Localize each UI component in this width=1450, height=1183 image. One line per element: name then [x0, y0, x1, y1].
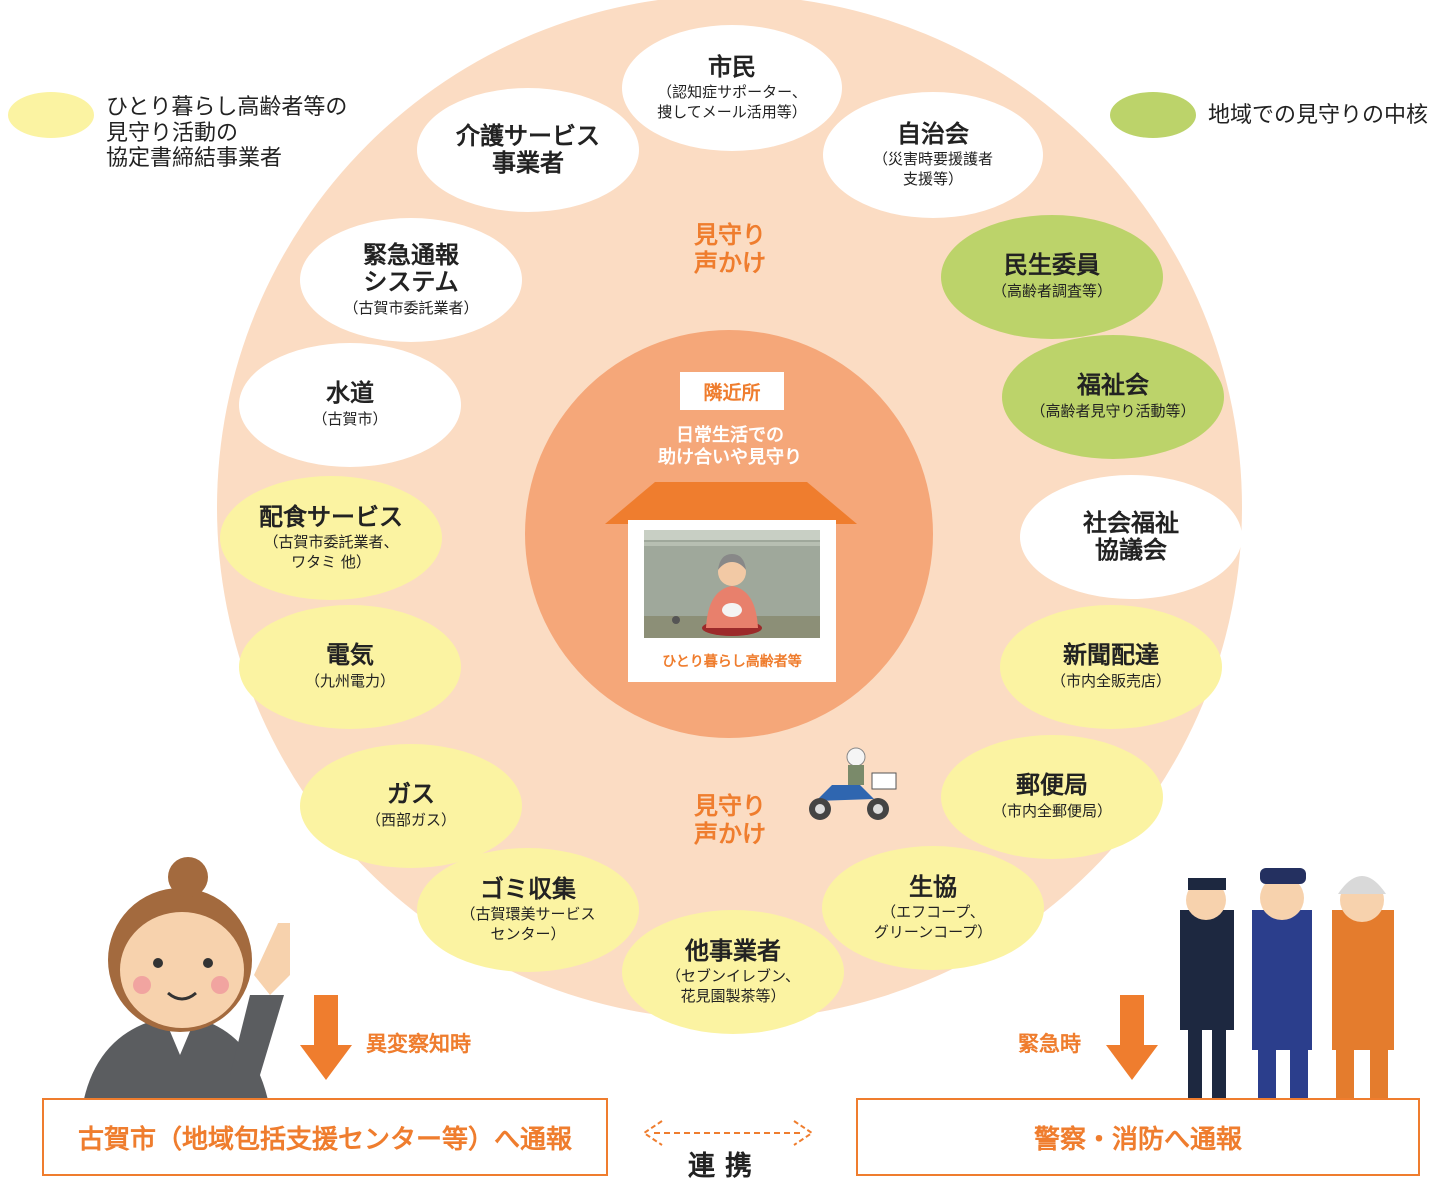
node-sub: （古賀市） — [312, 410, 388, 429]
node-water: 水道 （古賀市） — [239, 343, 461, 467]
neighborhood-tag: 隣近所 — [680, 372, 784, 410]
node-sub: （市内全販売店） — [1050, 672, 1171, 691]
staff-woman-illustration — [80, 857, 290, 1123]
node-sub: （エフコープ、 グリーンコープ） — [873, 903, 993, 941]
legend-green-text: 地域での見守りの中核 — [1208, 103, 1429, 128]
node-other-businesses: 他事業者 （セブンイレブン、 花見園製茶等） — [622, 910, 844, 1034]
node-coop: 生協 （エフコープ、 グリーンコープ） — [822, 846, 1044, 970]
node-title: 社会福祉 協議会 — [1083, 509, 1179, 564]
node-title: 郵便局 — [1016, 771, 1088, 800]
arrow-down-right — [1106, 995, 1158, 1080]
node-title: 配食サービス — [259, 502, 403, 531]
link-label: 連携 — [688, 1151, 762, 1182]
elderly-person-illustration — [644, 530, 820, 638]
node-sub: （認知症サポーター、 捜してメール活用等） — [657, 83, 807, 121]
node-welfare-society: 福祉会 （高齢者見守り活動等） — [1002, 335, 1224, 459]
node-garbage-collection: ゴミ収集 （古賀環美サービス センター） — [417, 848, 639, 972]
node-sub: （古賀環美サービス センター） — [460, 905, 596, 943]
node-post-office: 郵便局 （市内全郵便局） — [941, 735, 1163, 859]
node-sub: （古賀市委託業者、 ワタミ 他） — [263, 533, 399, 571]
node-care-service: 介護サービス 事業者 — [417, 88, 639, 212]
watch-label-bottom: 見守り 声かけ — [694, 792, 766, 848]
node-title: ゴミ収集 — [480, 874, 576, 903]
legend-yellow-swatch — [8, 92, 94, 138]
link-double-arrow — [642, 1120, 814, 1146]
arrow-down-left — [300, 995, 352, 1080]
node-sub: （九州電力） — [304, 672, 395, 691]
node-sub: （高齢者見守り活動等） — [1030, 402, 1196, 421]
node-social-welfare-council: 社会福祉 協議会 — [1020, 475, 1242, 599]
legend-yellow-text: ひとり暮らし高齢者等の 見守り活動の 協定書締結事業者 — [106, 95, 348, 172]
node-meal-service: 配食サービス （古賀市委託業者、 ワタミ 他） — [220, 476, 442, 600]
node-title: 他事業者 — [685, 936, 781, 965]
node-title: 民生委員 — [1004, 251, 1100, 280]
node-electricity: 電気 （九州電力） — [239, 605, 461, 729]
node-title: 福祉会 — [1077, 371, 1149, 400]
node-sub: （西部ガス） — [365, 811, 456, 830]
node-sub: （古賀市委託業者） — [343, 298, 479, 317]
node-citizens: 市民 （認知症サポーター、 捜してメール活用等） — [622, 25, 842, 151]
watch-label-top: 見守り 声かけ — [694, 221, 766, 277]
node-title: 生協 — [909, 872, 957, 901]
house-roof — [605, 482, 857, 524]
node-title: 水道 — [326, 379, 374, 408]
neighborhood-text: 日常生活での 助け合いや見守り — [658, 425, 802, 468]
node-neighborhood-association: 自治会 （災害時要援護者 支援等） — [823, 92, 1043, 218]
node-title: 自治会 — [897, 119, 969, 148]
node-title: 緊急通報 システム — [363, 240, 459, 296]
report-box-city: 古賀市（地域包括支援センター等）へ通報 — [42, 1098, 608, 1176]
node-sub: （セブンイレブン、 花見園製茶等） — [665, 967, 801, 1005]
node-welfare-commissioner: 民生委員 （高齢者調査等） — [941, 215, 1163, 339]
node-title: 市民 — [708, 52, 756, 81]
node-sub: （災害時要援護者 支援等） — [872, 150, 993, 188]
node-title: 介護サービス 事業者 — [456, 122, 600, 177]
house-card — [628, 520, 836, 682]
node-title: 電気 — [326, 641, 374, 670]
scooter-illustration — [809, 747, 897, 820]
node-emergency-system: 緊急通報 システム （古賀市委託業者） — [300, 218, 522, 342]
legend-green-swatch — [1110, 92, 1196, 138]
node-title: ガス — [387, 780, 435, 809]
arrow-label-left: 異変察知時 — [366, 1032, 471, 1056]
node-newspaper: 新聞配達 （市内全販売店） — [1000, 605, 1222, 729]
node-sub: （市内全郵便局） — [991, 802, 1112, 821]
arrow-label-right: 緊急時 — [1018, 1032, 1081, 1056]
node-gas: ガス （西部ガス） — [300, 744, 522, 868]
node-title: 新聞配達 — [1063, 641, 1159, 670]
house-caption: ひとり暮らし高齢者等 — [662, 654, 802, 670]
report-box-police-fire: 警察・消防へ通報 — [856, 1098, 1420, 1176]
node-sub: （高齢者調査等） — [991, 282, 1112, 301]
police-fire-illustration — [1180, 868, 1394, 1112]
